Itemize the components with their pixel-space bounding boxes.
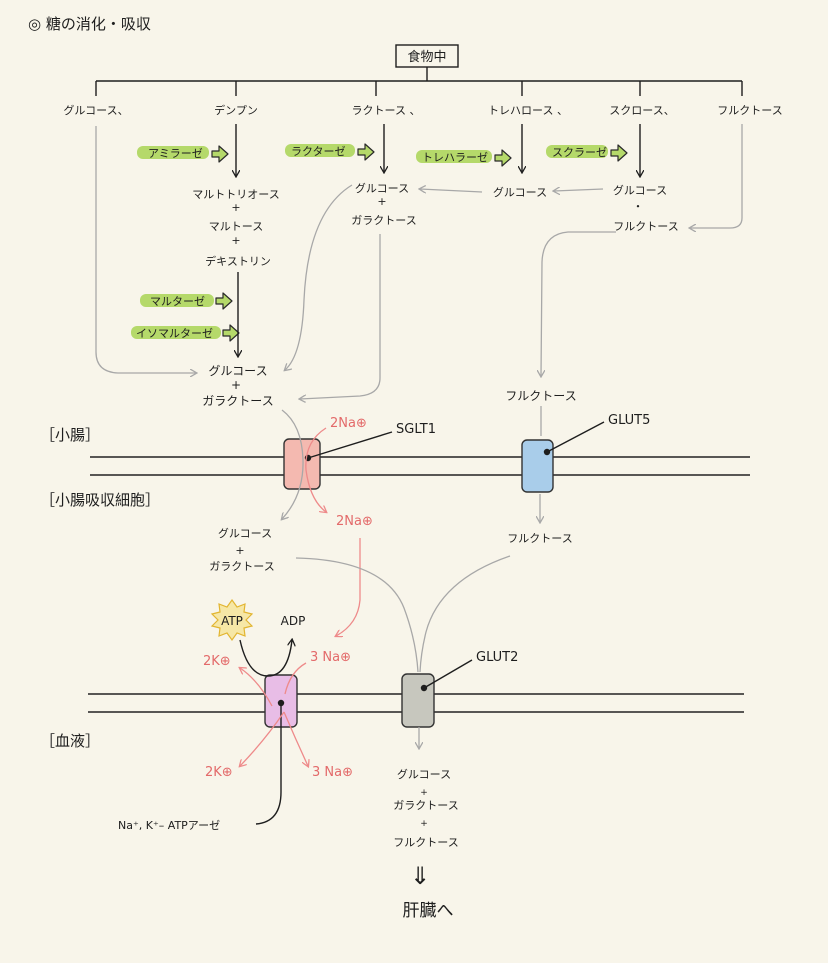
ion-na2-lumen: 2Na⊕: [330, 416, 367, 431]
source-trehalose: トレハロース 、: [488, 104, 568, 117]
plus-3: +: [377, 195, 386, 208]
highlight-trehalase: [416, 150, 492, 163]
fat-arrow-amylase: [211, 145, 229, 163]
highlight-sucrase: [546, 145, 608, 158]
ion-na3-down: 3 Na⊕: [312, 765, 353, 780]
sglt1-label: SGLT1: [396, 422, 436, 437]
ion-na2-cell: 2Na⊕: [336, 514, 373, 529]
region-intestine: ［小腸］: [40, 426, 100, 444]
source-glucose: グルコース、: [63, 103, 128, 117]
highlight-isomaltase: [131, 326, 221, 339]
pump-label: Na⁺, K⁺– ATPアーゼ: [118, 819, 220, 832]
plus-2: +: [231, 234, 240, 247]
enzyme-isomaltase: イソマルターゼ: [136, 327, 213, 340]
cell-glucose: グルコース: [218, 526, 272, 540]
sglt1-transporter: [283, 438, 321, 490]
page-title: ◎ 糖の消化・吸収: [28, 15, 151, 33]
apical-membrane: [90, 456, 750, 476]
sucrose-fructose: フルクトース: [613, 220, 678, 233]
fat-arrow-lactase: [357, 143, 375, 161]
plus-5: +: [235, 544, 244, 557]
blood-plus-1: +: [420, 788, 428, 798]
source-fructose: フルクトース: [717, 104, 782, 117]
cell-galactose: ガラクトース: [209, 560, 274, 573]
enzyme-lactase: ラクターゼ: [291, 145, 346, 158]
source-sucrose: スクロース、: [609, 104, 674, 117]
ion-arrows: [240, 427, 361, 766]
lactose-glucose: グルコース: [355, 181, 409, 195]
fat-arrow-maltase: [215, 292, 233, 310]
plus-4: +: [231, 378, 241, 392]
cell-fructose: フルクトース: [507, 532, 572, 545]
atp-adp-arrow: [239, 640, 292, 677]
fat-arrow-sucrase: [610, 144, 628, 162]
atp-burst: [210, 598, 254, 642]
product-maltose: マルトース: [209, 220, 263, 233]
fat-arrow-isomaltase: [222, 324, 240, 342]
enzyme-arrows: [211, 143, 628, 342]
label-pointers: [255, 421, 605, 825]
ion-k2-up: 2K⊕: [203, 654, 231, 669]
source-lactose: ラクトース 、: [352, 104, 421, 117]
glut2-label: GLUT2: [476, 650, 518, 665]
enzyme-maltase: マルターゼ: [150, 295, 205, 308]
source-starch: デンプン: [214, 103, 258, 117]
source-tree: [95, 67, 743, 96]
liver-arrow: ⇓: [410, 862, 430, 890]
food-label: 食物中: [407, 49, 446, 65]
blood-galactose: ガラクトース: [393, 799, 458, 812]
dot-plus: ・: [633, 200, 644, 213]
ion-na3-up: 3 Na⊕: [310, 650, 351, 665]
fat-arrow-trehalase: [494, 149, 512, 167]
highlight-amylase: [137, 146, 209, 159]
glut5-transporter: [521, 439, 554, 493]
lactose-galactose: ガラクトース: [351, 214, 416, 227]
merged-galactose: ガラクトース: [202, 394, 273, 408]
sucrose-glucose: グルコース: [613, 183, 667, 197]
highlight-maltase: [140, 294, 214, 307]
blood-plus-2: +: [420, 819, 428, 829]
region-cell: ［小腸吸収細胞］: [40, 491, 160, 509]
product-maltotriose: マルトトリオース: [192, 188, 279, 201]
plus-1: +: [231, 201, 240, 214]
blood-fructose: フルクトース: [393, 836, 458, 849]
gray-flows-lower: [282, 406, 541, 748]
enzyme-sucrase: スクラーゼ: [552, 146, 607, 159]
region-blood: ［血液］: [40, 732, 100, 750]
glut2-transporter: [401, 673, 435, 728]
trehalose-glucose: グルコース: [493, 185, 547, 199]
lumen-fructose: フルクトース: [505, 389, 576, 403]
ion-k2-down: 2K⊕: [205, 765, 233, 780]
highlight-lactase: [285, 144, 355, 157]
merged-glucose: グルコース: [208, 364, 267, 378]
gray-flows-upper: [95, 124, 743, 399]
product-dextrin: デキストリン: [205, 254, 271, 268]
adp-label: ADP: [281, 614, 306, 628]
enzyme-trehalase: トレハラーゼ: [422, 151, 488, 164]
liver-label: 肝臓へ: [403, 901, 454, 921]
atp-label: ATP: [221, 614, 243, 628]
blood-glucose: グルコース: [397, 767, 451, 781]
enzyme-amylase: アミラーゼ: [148, 147, 203, 160]
glut5-label: GLUT5: [608, 413, 650, 428]
